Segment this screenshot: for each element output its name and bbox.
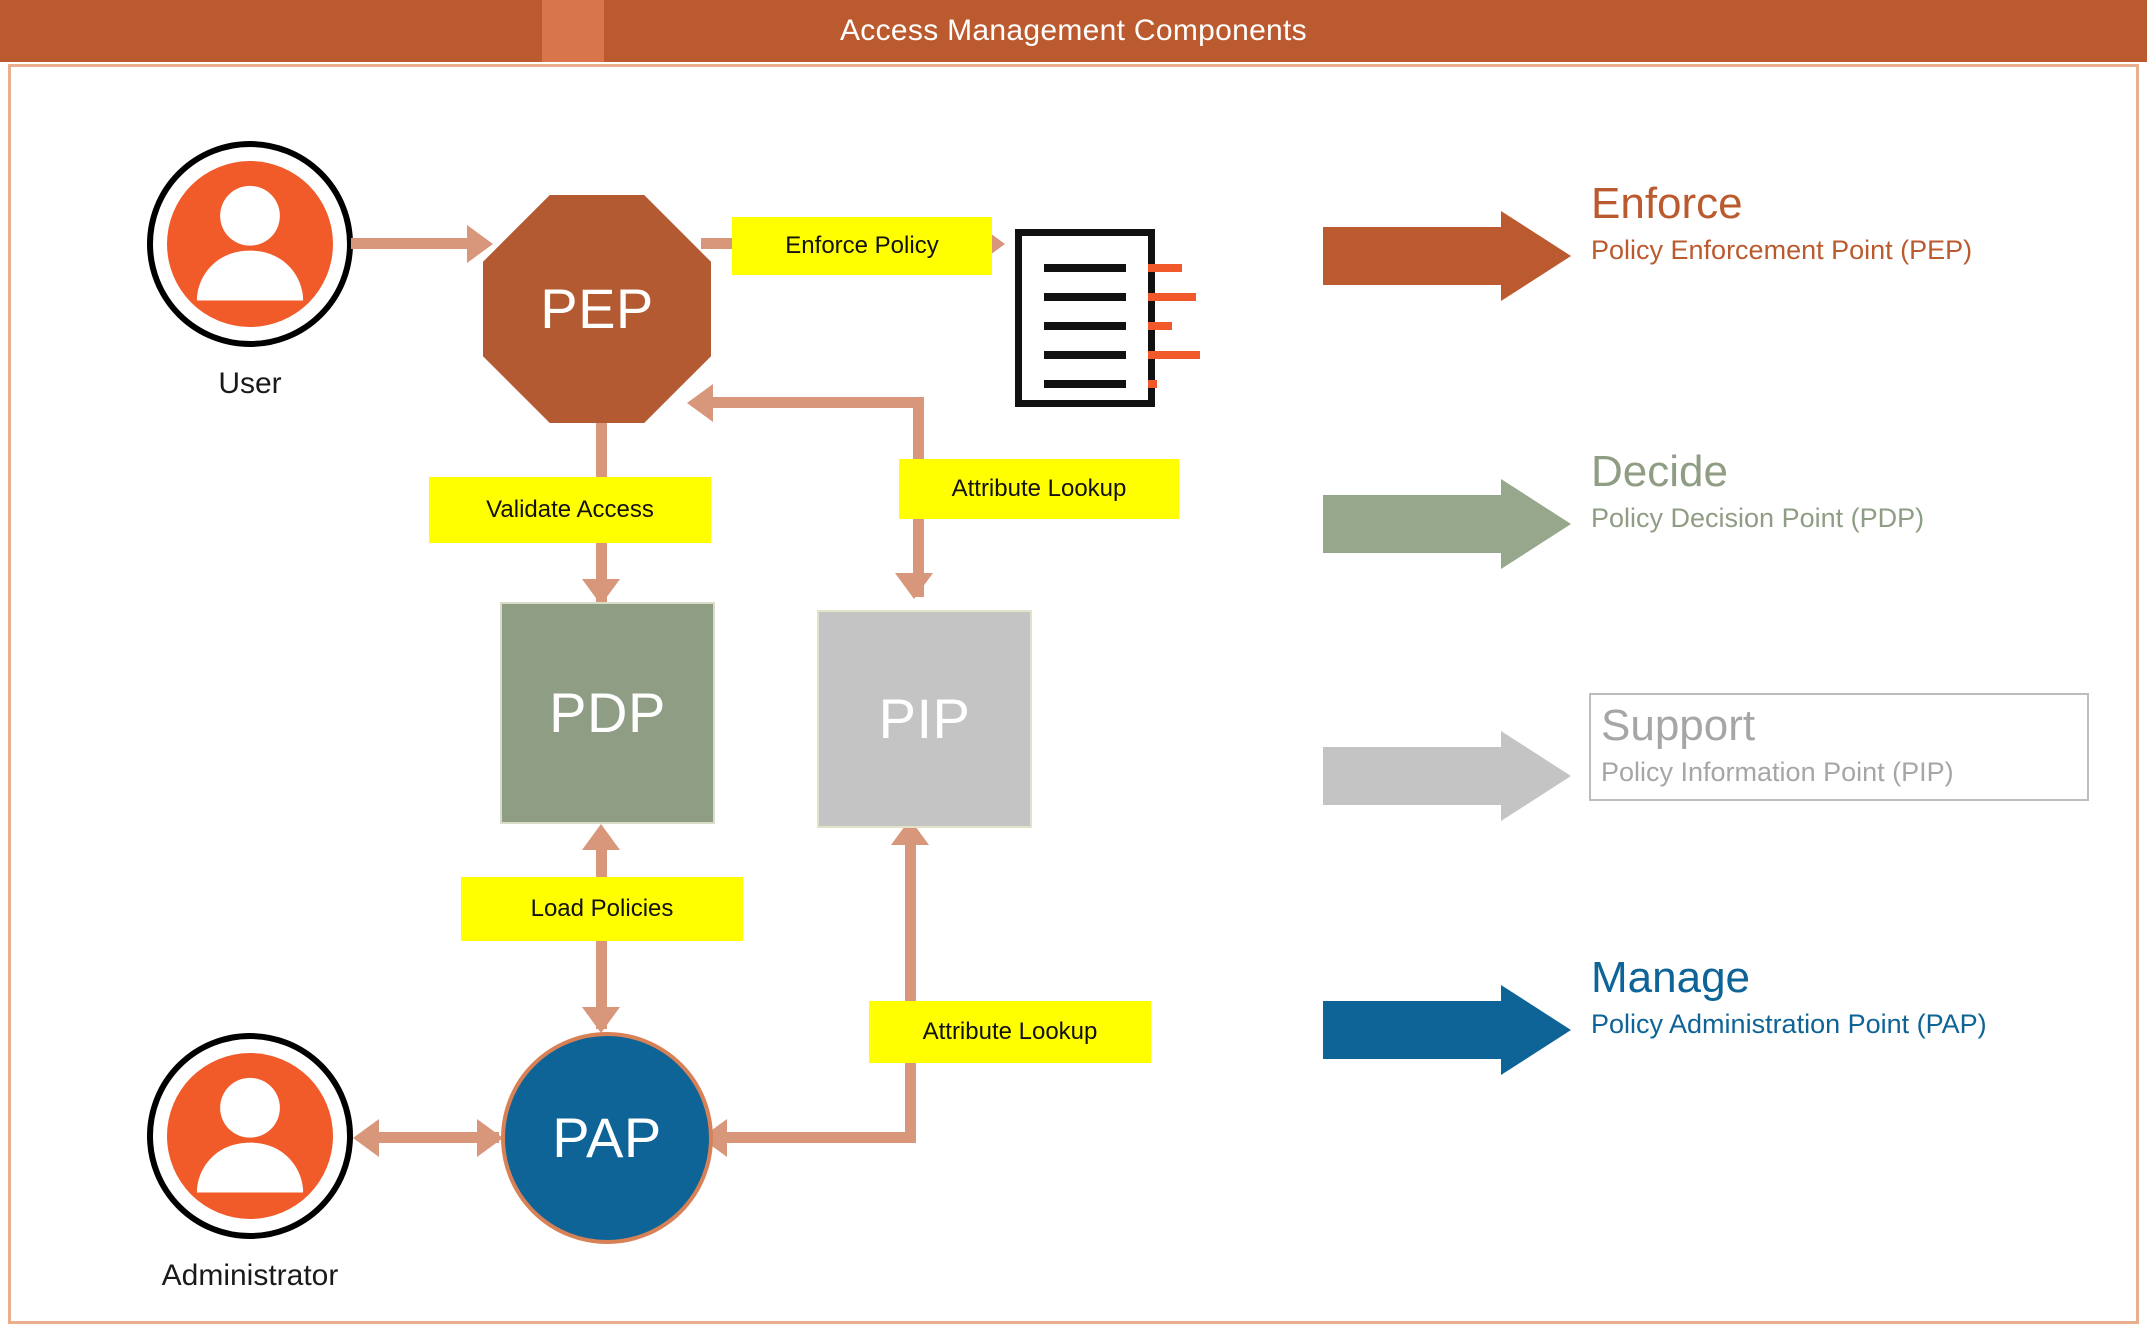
legend-manage-subtitle: Policy Administration Point (PAP) <box>1591 1009 1987 1039</box>
node-pip[interactable]: PIP <box>817 610 1032 828</box>
legend-support-title: Support <box>1601 701 1756 750</box>
legend-arrow-manage-icon <box>1323 985 1571 1075</box>
connector-user-to-pep-shaft <box>351 238 469 249</box>
connector-admin-pap-shaft <box>379 1132 499 1143</box>
legend-support-subtitle: Policy Information Point (PIP) <box>1601 757 1954 787</box>
document-line <box>1044 264 1126 272</box>
legend-item-manage[interactable]: Manage Policy Administration Point (PAP) <box>1323 951 2123 1101</box>
connector-admin-pap-arrowhead-left <box>353 1119 379 1157</box>
node-pdp-label: PDP <box>549 681 666 744</box>
content-frame: User Administrator <box>8 64 2139 1324</box>
person-icon <box>196 1077 304 1193</box>
legend-manage-title: Manage <box>1591 953 1751 1002</box>
document-mark <box>1148 293 1196 301</box>
document-mark <box>1148 264 1182 272</box>
connector-pep-pdp-arrowhead-down <box>582 579 620 605</box>
legend-enforce-text: Enforce Policy Enforcement Point (PEP) <box>1591 177 2111 269</box>
node-pdp[interactable]: PDP <box>500 602 715 824</box>
title-bar: Access Management Components <box>0 0 2147 62</box>
legend-arrow-enforce-icon <box>1323 211 1571 301</box>
avatar-user-fill <box>167 161 333 327</box>
connector-pip-to-pep-arrowhead <box>687 384 713 422</box>
document-mark <box>1148 380 1157 388</box>
legend-enforce-subtitle: Policy Enforcement Point (PEP) <box>1591 235 1973 265</box>
legend-item-enforce[interactable]: Enforce Policy Enforcement Point (PEP) <box>1323 177 2123 327</box>
legend-arrow-support-icon <box>1323 731 1571 821</box>
connector-pap-pip-horizontal <box>725 1132 916 1143</box>
connector-pdp-pap-arrowhead-down <box>582 1007 620 1033</box>
legend-arrow-decide-icon <box>1323 479 1571 569</box>
legend-item-support[interactable]: Support Policy Information Point (PIP) <box>1323 693 2123 847</box>
legend-decide-subtitle: Policy Decision Point (PDP) <box>1591 503 1925 533</box>
legend-enforce-title: Enforce <box>1591 179 1743 228</box>
node-pep[interactable]: PEP <box>483 195 711 423</box>
avatar-user-label: User <box>218 367 282 400</box>
document-line <box>1044 293 1126 301</box>
callout-attribute-lookup-top: Attribute Lookup <box>899 459 1179 519</box>
connector-pip-to-pep-horizontal <box>711 397 924 408</box>
node-pip-label: PIP <box>878 687 971 750</box>
connector-pep-to-pip-arrowhead-down <box>895 573 933 599</box>
avatar-administrator <box>147 1033 353 1239</box>
title-bar-accent-stripe <box>542 0 604 62</box>
node-pep-label: PEP <box>540 277 654 340</box>
node-pap[interactable]: PAP <box>501 1032 713 1244</box>
callout-validate-access: Validate Access <box>429 477 711 543</box>
connector-pap-pip-vertical <box>905 839 916 1139</box>
document-line <box>1044 380 1126 388</box>
avatar-administrator-fill <box>167 1053 333 1219</box>
person-icon <box>196 185 304 301</box>
page-title: Access Management Components <box>840 14 1307 47</box>
document-mark <box>1148 322 1172 330</box>
legend-support-text: Support Policy Information Point (PIP) <box>1589 693 2089 801</box>
avatar-user <box>147 141 353 347</box>
callout-load-policies: Load Policies <box>461 877 743 941</box>
legend-manage-text: Manage Policy Administration Point (PAP) <box>1591 951 2111 1043</box>
legend-decide-title: Decide <box>1591 447 1728 496</box>
callout-enforce-policy: Enforce Policy <box>732 217 992 275</box>
legend-item-decide[interactable]: Decide Policy Decision Point (PDP) <box>1323 445 2123 595</box>
document-mark <box>1148 351 1200 359</box>
connector-pdp-pap-arrowhead-up <box>582 824 620 850</box>
policy-document-icon <box>1015 229 1200 407</box>
document-line <box>1044 351 1126 359</box>
connector-admin-pap-arrowhead-right <box>477 1119 503 1157</box>
node-pap-label: PAP <box>552 1106 662 1169</box>
avatar-administrator-label: Administrator <box>161 1259 339 1292</box>
legend-decide-text: Decide Policy Decision Point (PDP) <box>1591 445 2111 537</box>
document-line <box>1044 322 1126 330</box>
callout-attribute-lookup-bottom: Attribute Lookup <box>869 1001 1151 1063</box>
